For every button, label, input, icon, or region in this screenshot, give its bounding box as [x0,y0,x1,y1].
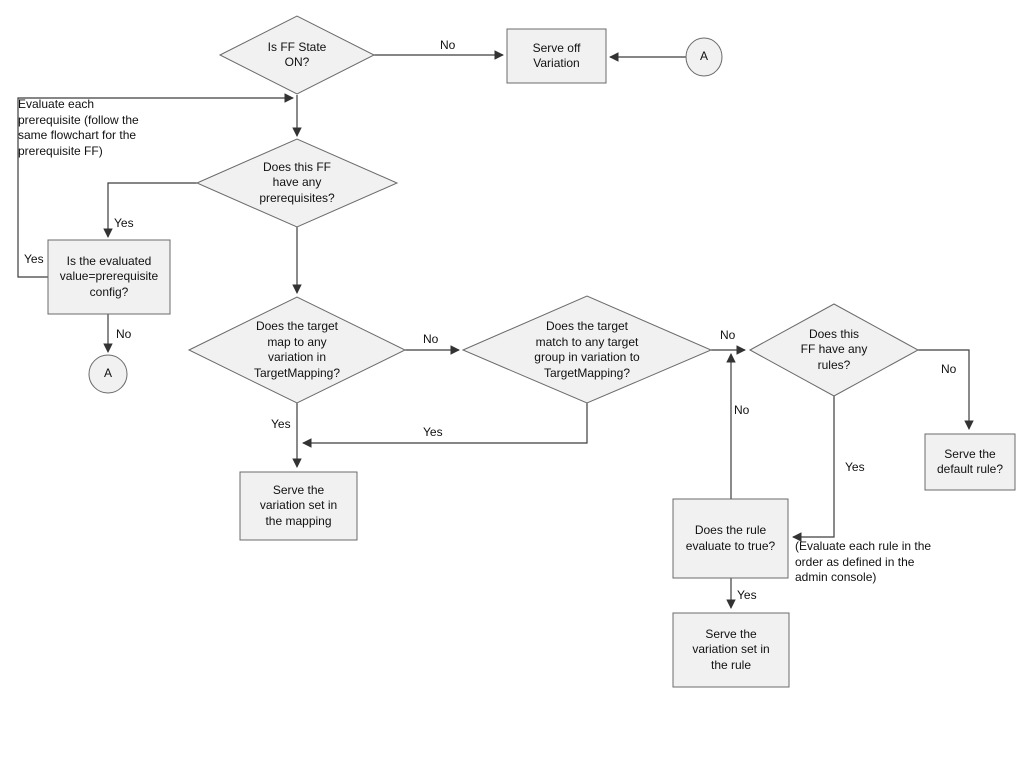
serve-default-rule-box [924,433,1016,491]
serve-variation-mapping-box [239,471,358,541]
target-group-diamond [461,295,713,404]
serve-off-variation-box [506,28,607,84]
target-mapping-diamond [187,296,407,404]
evaluated-value-box [47,239,171,315]
edge-rules-no [918,349,974,430]
edge-rules-yes [792,396,835,542]
connector-a-left-circle [88,354,128,394]
has-rules-diamond [748,303,920,397]
is-ff-state-on-diamond [218,15,376,95]
edge-prereq-yes-loop [17,93,294,278]
serve-variation-rule-box [672,612,790,688]
rule-evaluates-true-box [672,498,789,579]
has-prerequisites-diamond [195,138,399,228]
connector-a-top-circle [685,37,723,77]
edge-prereq-yes-down [103,182,197,238]
edge-group-yes [302,403,588,448]
